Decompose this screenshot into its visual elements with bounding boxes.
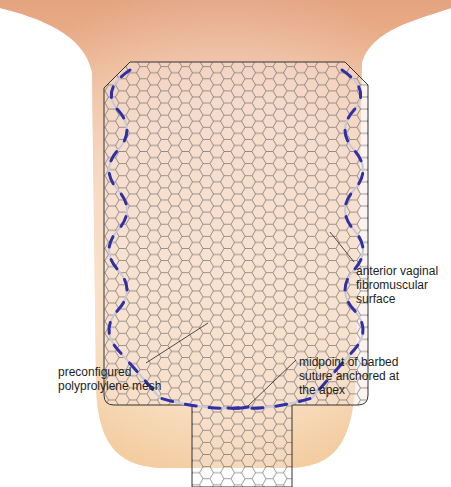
mesh-pattern [104,62,368,487]
callout-label: preconfigured polyprolylene mesh [58,365,170,393]
callout-label: anterior vaginal fibromuscular surface [356,264,446,306]
callout-label: midpoint of barbed suture anchored at th… [299,355,411,397]
mesh-body [104,62,368,487]
